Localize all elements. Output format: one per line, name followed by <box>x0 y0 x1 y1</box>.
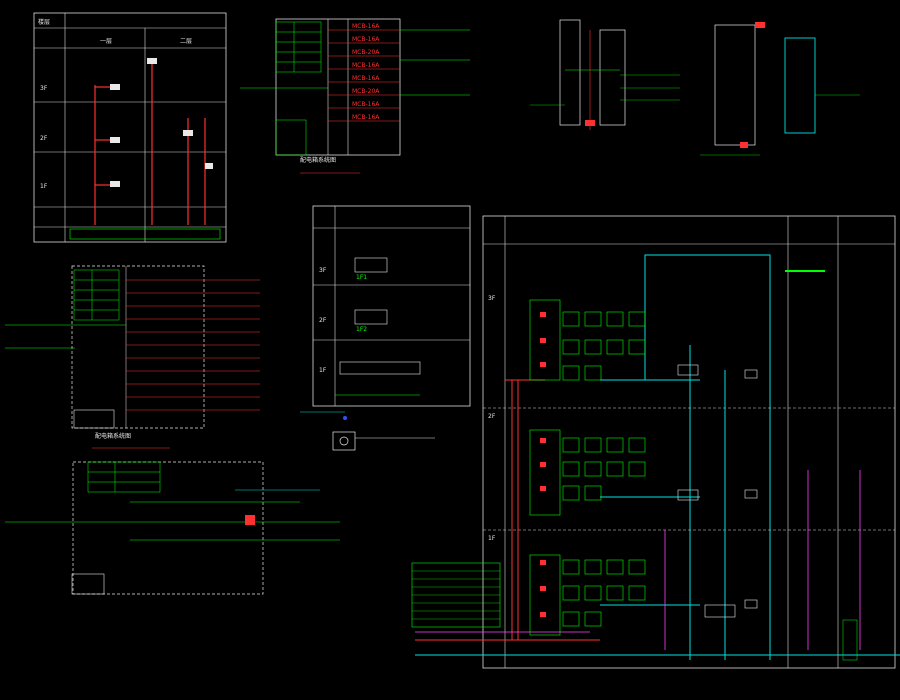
schedule-legend-table <box>275 21 322 156</box>
riser-floor-header: 楼层 <box>38 18 50 26</box>
symbol-floor-label: 1F <box>319 367 327 374</box>
system-trunk-lines <box>415 254 900 660</box>
system-floor-label: 3F <box>488 295 496 302</box>
svg-text:MCB-16A: MCB-16A <box>352 62 380 69</box>
floor-2-devices <box>529 429 646 516</box>
panel-schedule-lower <box>5 461 340 595</box>
riser-floor-label: 1F <box>40 183 48 190</box>
main-switch-symbol <box>300 411 435 451</box>
svg-text:MCB-20A: MCB-20A <box>352 49 380 56</box>
system-red-markers <box>540 312 546 617</box>
riser-col-1: 一层 <box>100 38 112 45</box>
svg-text:MCB-20A: MCB-20A <box>352 88 380 95</box>
system-floor-label: 1F <box>488 535 496 542</box>
system-magenta-lines <box>415 470 861 650</box>
symbol-floor-label: 3F <box>319 267 327 274</box>
riser-floor-label: 2F <box>40 135 48 142</box>
detail-leader-lines <box>530 74 860 156</box>
schedule-circuit-text: MCB-16A MCB-16A MCB-20A MCB-16A MCB-16A MCB… <box>352 23 380 121</box>
installation-detail-panel <box>530 19 860 156</box>
riser-floor-label: 3F <box>40 85 48 92</box>
panel-left-legend <box>73 269 120 321</box>
system-junction-boxes <box>677 364 758 618</box>
panel-lower-legend <box>87 461 161 493</box>
riser-main-feeder-box <box>69 228 221 240</box>
system-floor-label: 2F <box>488 413 496 420</box>
system-feeder-lines <box>415 379 600 641</box>
floor-3-devices <box>529 299 646 381</box>
schedule-caption: 配电箱系统图 <box>300 156 336 164</box>
svg-text:MCB-16A: MCB-16A <box>352 36 380 43</box>
schedule-row-lines <box>328 29 400 122</box>
symbol-code-1: 1F1 <box>356 274 367 281</box>
system-legend-block <box>411 562 501 628</box>
svg-text:MCB-16A: MCB-16A <box>352 23 380 30</box>
riser-col-2: 二层 <box>180 38 192 45</box>
svg-text:MCB-16A: MCB-16A <box>352 75 380 82</box>
symbol-schedule-panel: 3F 2F 1F 1F1 1F2 <box>312 205 471 407</box>
distribution-box-schedule-panel: MCB-16A MCB-16A MCB-20A MCB-16A MCB-16A MCB… <box>240 18 470 174</box>
system-diagram-panel: 3F 2F 1F <box>411 215 900 669</box>
svg-text:MCB-16A: MCB-16A <box>352 114 380 121</box>
panel-left-caption: 配电箱系统图 <box>95 432 131 440</box>
symbol-floor-label: 2F <box>319 317 327 324</box>
symbol-code-2: 1F2 <box>356 326 367 333</box>
panel-schedule-left: 配电箱系统图 <box>5 265 260 449</box>
svg-text:MCB-16A: MCB-16A <box>352 101 380 108</box>
panel-left-row-lines <box>126 279 260 411</box>
riser-diagram-panel: 楼层 一层 二层 3F 2F 1F <box>33 12 227 243</box>
floor-1-devices <box>529 554 646 636</box>
riser-distribution-boxes <box>110 58 213 187</box>
